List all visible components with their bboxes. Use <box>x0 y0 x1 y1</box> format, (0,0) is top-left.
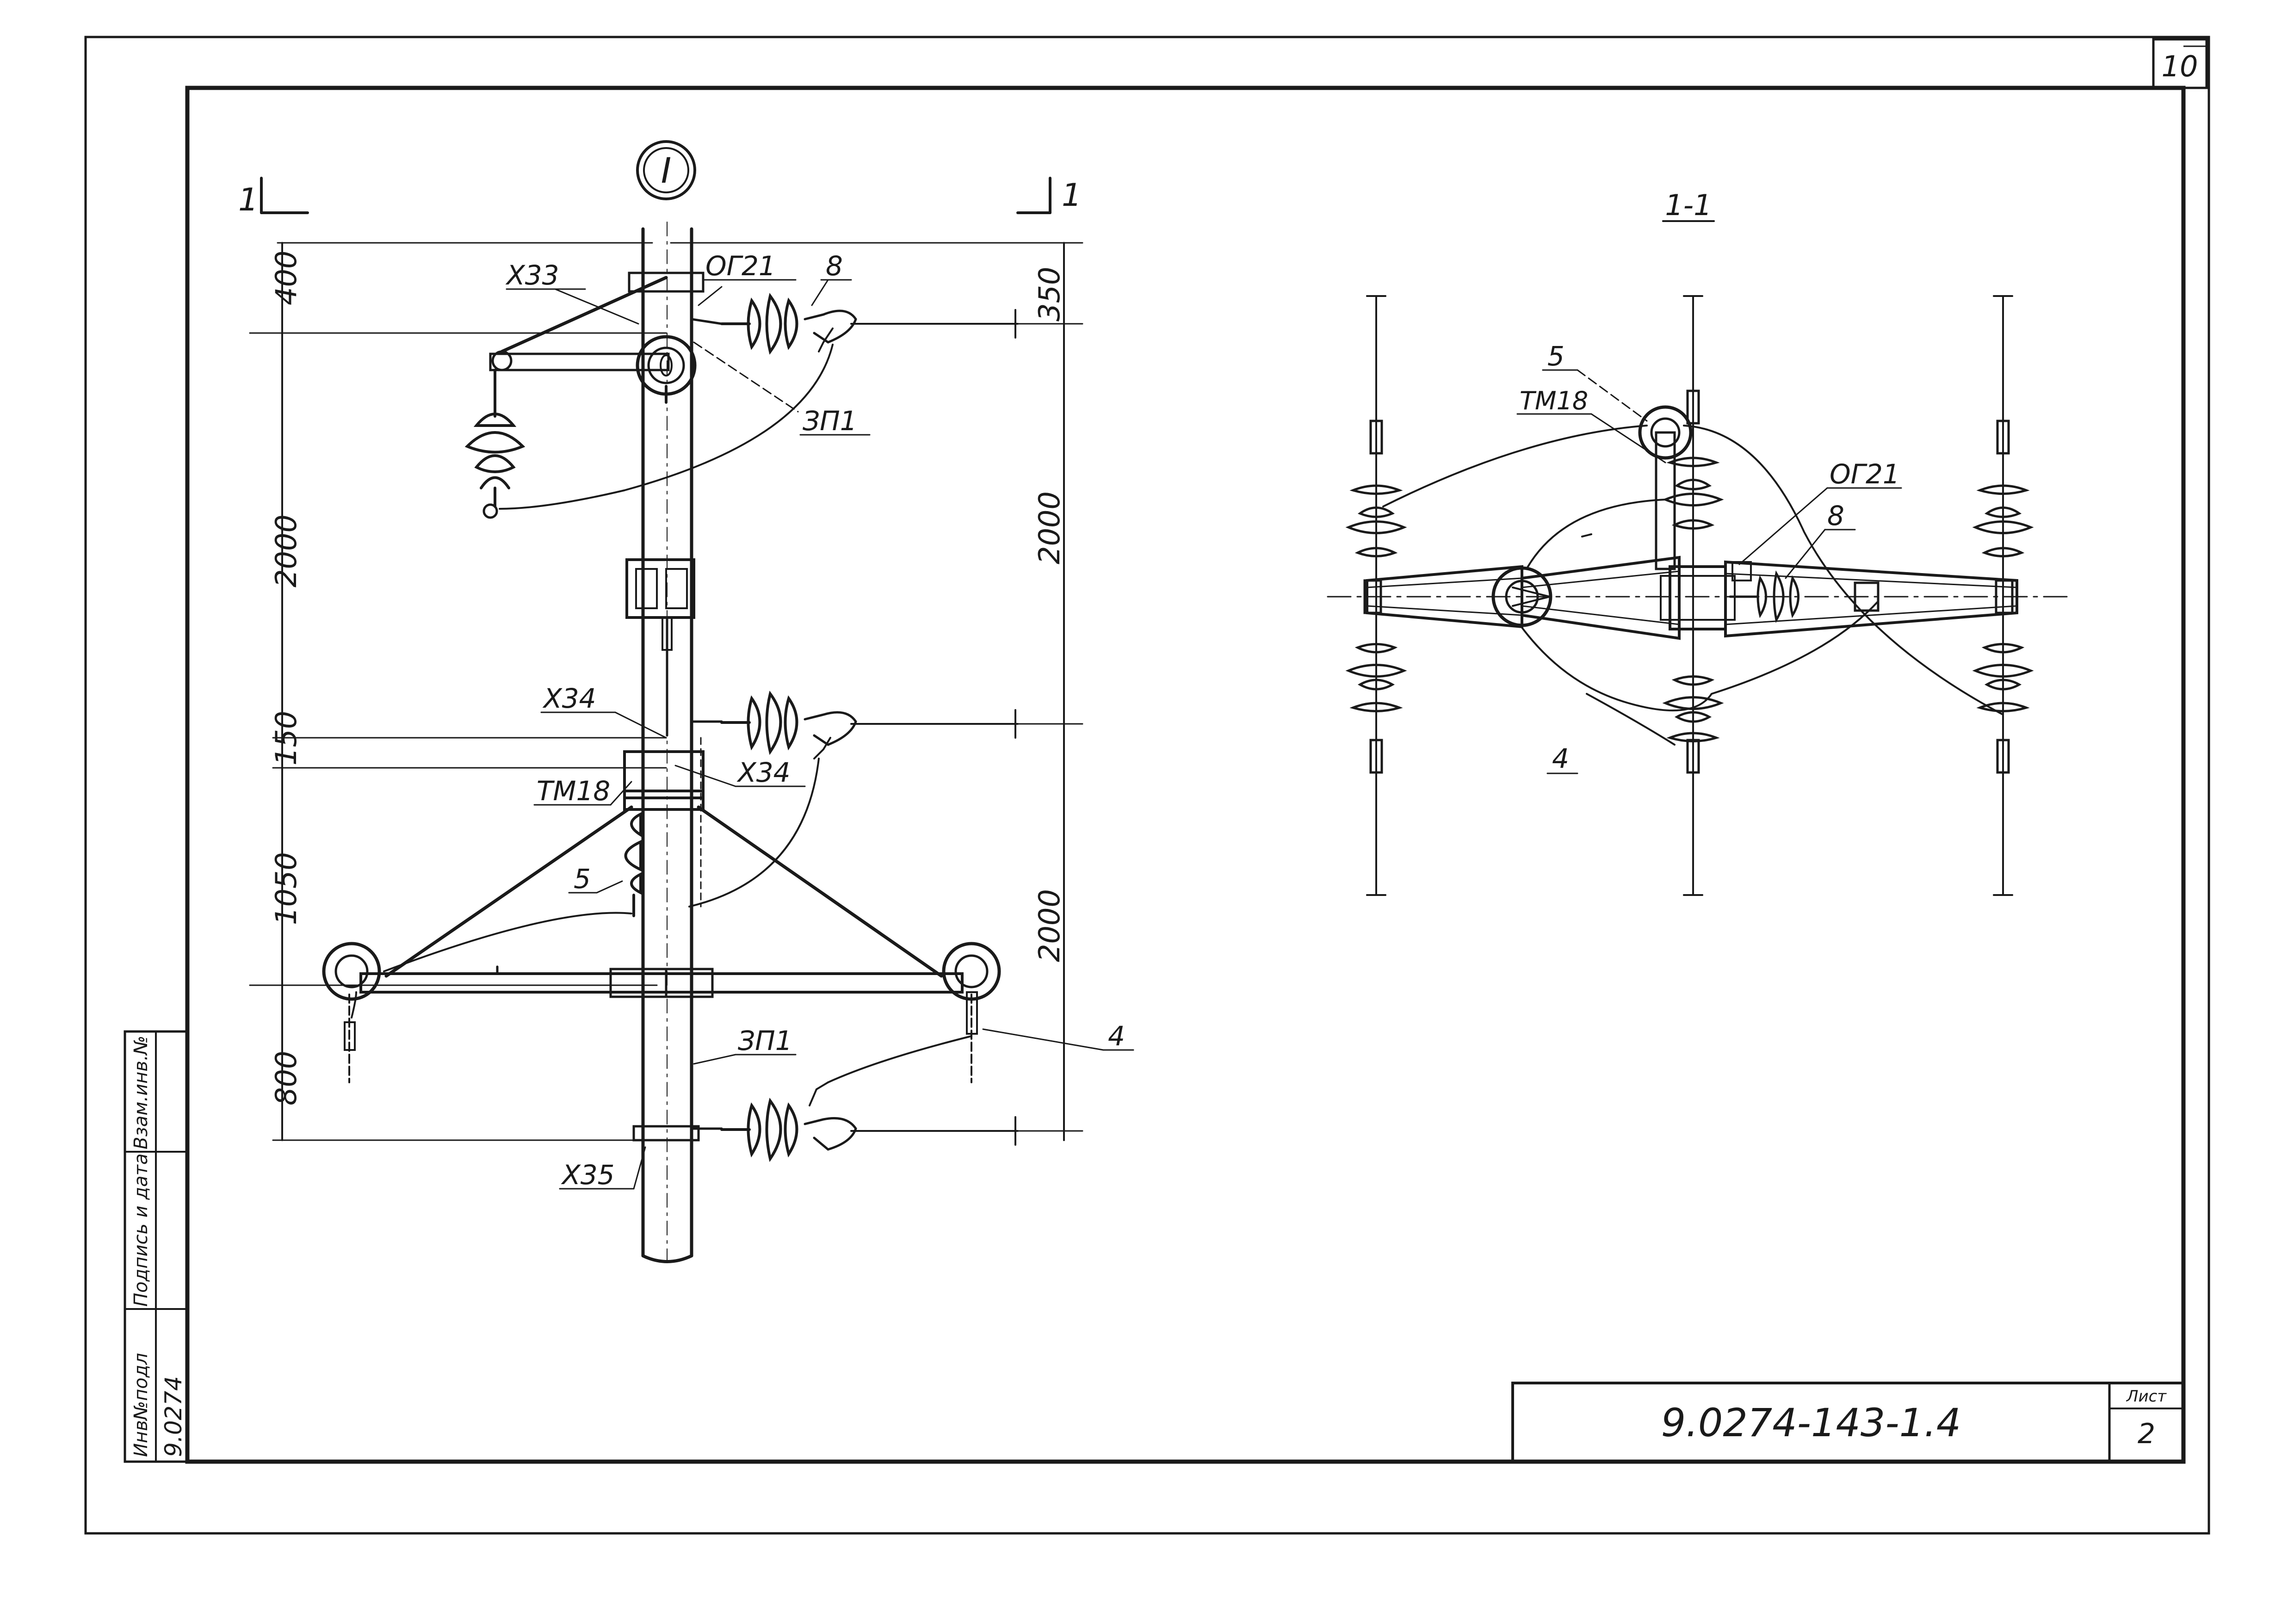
label-item5-plan: 5 <box>1547 340 1564 372</box>
plan-insulator-right-lower <box>1972 643 2034 712</box>
dim-right-2000-bottom: 2000 <box>1033 889 1066 962</box>
label-item5-front: 5 <box>574 863 591 895</box>
plan-pin-ring-left <box>1491 566 1552 627</box>
corner-number-box <box>2152 38 2208 89</box>
stamp-inv-value: 9.0274 <box>160 1376 187 1457</box>
plan-insulator-right-upper <box>1972 484 2034 557</box>
stamp-vzam-label: Взам.инв.№ <box>130 1036 152 1149</box>
label-og21-plan: ОГ21 <box>1830 458 1900 490</box>
dim-right-350: 350 <box>1033 267 1066 321</box>
section-mark-left: 1 <box>238 182 258 218</box>
label-x34-left: Х34 <box>542 683 596 714</box>
plan-loop-lower-left <box>1586 693 1676 746</box>
lower-crossarm <box>359 972 964 994</box>
plan-view: 1-1 <box>1327 188 2069 896</box>
label-x33: Х33 <box>505 259 559 291</box>
sheet-frame: 10 <box>84 36 2210 1535</box>
corner-number: 10 <box>2162 49 2198 83</box>
insulator-top-left <box>464 413 526 489</box>
label-zp1-bottom: ЗП1 <box>738 1025 792 1056</box>
middle-loop-wire <box>688 758 820 908</box>
insulator-top-right <box>720 293 798 355</box>
insulator-item5-front <box>624 812 642 917</box>
drawing-designation: 9.0274-143-1.4 <box>1661 1400 1961 1445</box>
plan-insulator-center-lower <box>1662 675 1724 742</box>
label-item4-plan: 4 <box>1552 743 1569 774</box>
insulator-middle-right <box>720 691 798 755</box>
section-callout <box>636 140 696 200</box>
plan-loop-upper-right <box>1683 425 2004 716</box>
plan-view-title: 1-1 <box>1665 188 1712 222</box>
section-callout-label: I <box>661 150 671 191</box>
left-brace <box>384 805 633 978</box>
dim-left-150: 150 <box>269 711 303 766</box>
side-stamp: Взам.инв.№ Подпись и дата Инв№подл 9.027… <box>124 1030 189 1463</box>
plan-insulator-og21 <box>1729 570 1799 623</box>
label-item4-front: 4 <box>1108 1020 1125 1052</box>
dim-left-800: 800 <box>269 1051 303 1105</box>
dim-left-1050: 1050 <box>269 852 303 925</box>
list-label: Лист <box>2126 1387 2167 1406</box>
stamp-signature-label: Подпись и дата <box>130 1154 152 1307</box>
insulator-bottom-right <box>720 1098 798 1162</box>
label-item8-front: 8 <box>826 250 843 282</box>
label-x35: Х35 <box>561 1159 615 1191</box>
top-crossarm <box>489 352 670 371</box>
top-clamp <box>628 272 705 293</box>
plan-insulator-center-upper <box>1662 457 1724 530</box>
section-mark-right: 1 <box>1062 177 1082 214</box>
lower-right-pin-ring <box>942 942 1001 1001</box>
right-brace <box>697 805 943 978</box>
plan-insulator-left-upper <box>1345 484 1407 557</box>
dim-left-400: 400 <box>269 251 303 305</box>
front-view: 1 1 I 400 2000 150 1050 800 350 200 <box>238 140 1134 1266</box>
stamp-inv-label: Инв№подл <box>130 1353 152 1457</box>
list-number: 2 <box>2138 1418 2155 1450</box>
label-tm18-plan: ТМ18 <box>1520 386 1588 415</box>
label-item8-plan: 8 <box>1827 500 1844 531</box>
label-x34-right: Х34 <box>736 757 791 788</box>
label-zp1-top: ЗП1 <box>803 405 857 437</box>
bottom-loop-wire <box>827 1035 972 1083</box>
plan-pole-hub <box>1669 565 1727 630</box>
plan-insulator-left-lower <box>1345 643 1407 712</box>
label-tm18-front: ТМ18 <box>537 775 610 807</box>
title-block: 9.0274-143-1.4 Лист 2 <box>1511 1382 2185 1463</box>
middle-coupling <box>625 558 695 619</box>
plan-crossarm-right <box>1724 560 2018 638</box>
plan-loop-lower <box>1519 600 1879 711</box>
inner-frame <box>185 86 2186 1464</box>
top-loop-wire <box>499 344 834 510</box>
plan-loop-upper-left <box>1382 425 1648 507</box>
lower-left-pin-ring <box>322 942 381 1001</box>
dim-left-2000: 2000 <box>269 514 303 587</box>
plan-item5-ring <box>1638 405 1693 460</box>
plan-loop-middle <box>1526 499 1666 570</box>
dim-right-2000-top: 2000 <box>1033 491 1066 564</box>
outer-frame <box>84 36 2210 1535</box>
label-og21-front: ОГ21 <box>705 250 776 282</box>
